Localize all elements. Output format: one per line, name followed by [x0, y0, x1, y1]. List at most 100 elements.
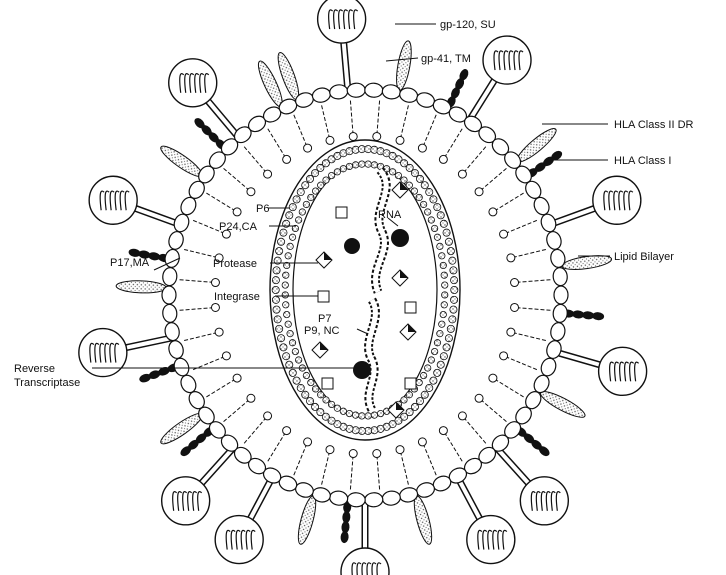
capsid-subunit [352, 412, 358, 418]
integrase-marker [318, 291, 329, 302]
outer-lipid-head [172, 356, 191, 378]
capsid-subunit [416, 194, 422, 200]
capsid-subunit [450, 277, 457, 284]
capsid-subunit [450, 267, 457, 274]
capsid-subunit [302, 182, 309, 189]
capsid-subunit [431, 225, 437, 231]
label-hla-class-i: HLA Class I [614, 155, 671, 167]
capsid-subunit [280, 229, 287, 236]
capsid-subunit [445, 238, 452, 245]
capsid-subunit [312, 386, 318, 392]
outer-lipid-head [162, 304, 178, 323]
integrase-marker [336, 207, 347, 218]
lipid-tail [515, 307, 551, 310]
capsid-subunit [441, 272, 447, 278]
capsid-subunit [283, 353, 290, 360]
capsid-subunit [286, 361, 293, 368]
capsid-subunit [406, 392, 412, 398]
lipid-tail [206, 193, 237, 212]
gp120-knob [169, 59, 217, 107]
gp120-knob [593, 176, 641, 224]
capsid-subunit [303, 201, 309, 207]
lipid-tail [322, 450, 330, 485]
inner-lipid-head [500, 352, 508, 360]
capsid-subunit [365, 161, 371, 167]
capsid-subunit [449, 257, 456, 264]
inner-lipid-head [349, 450, 357, 458]
inner-lipid-head [418, 144, 426, 152]
inner-lipid-head [247, 188, 255, 196]
capsid-subunit [411, 188, 417, 194]
capsid-subunit [443, 229, 450, 236]
capsid-subunit [449, 316, 456, 323]
inner-lipid-head [373, 450, 381, 458]
outer-lipid-head [167, 339, 185, 360]
lipid-tail [504, 220, 537, 234]
inner-lipid-head [283, 155, 291, 163]
inner-lipid-head [418, 438, 426, 446]
inner-lipid-head [475, 394, 483, 402]
capsid-subunit [308, 194, 314, 200]
lipid-tail [377, 454, 380, 490]
inner-lipid-head [215, 328, 223, 336]
capsid-subunit [359, 413, 365, 419]
capsid-subunit [340, 408, 346, 414]
capsid-subunit [424, 209, 430, 215]
capsid-subunit [306, 398, 313, 405]
label-p9: P9, NC [304, 325, 340, 337]
capsid-subunit [450, 306, 457, 313]
capsid-subunit [401, 397, 407, 403]
capsid-subunit [434, 234, 440, 240]
capsid-subunit [406, 182, 412, 188]
capsid-subunit [289, 234, 295, 240]
lipid-tail [268, 431, 287, 462]
inner-lipid-head [222, 352, 230, 360]
label-p7: P7 [318, 313, 331, 325]
capsid-subunit [295, 217, 301, 223]
capsid-subunit [293, 196, 300, 203]
capsid-subunit [323, 177, 329, 183]
capsid-subunit [416, 398, 423, 405]
capsid-subunit [346, 410, 352, 416]
lipid-tail [322, 105, 330, 140]
capsid-subunit [287, 243, 293, 249]
capsid-subunit [447, 248, 454, 255]
capsid-subunit [359, 161, 365, 167]
label-transcriptase: Transcriptase [14, 377, 80, 389]
lipid-tail [180, 280, 216, 283]
capsid-subunit [306, 175, 313, 182]
inner-lipid-head [326, 446, 334, 454]
capsid-subunit [401, 177, 407, 183]
capsid-subunit [323, 397, 329, 403]
label-rna: RNA [378, 209, 402, 221]
inner-lipid-head [373, 132, 381, 140]
capsid-subunit [289, 369, 296, 376]
capsid-subunit [389, 169, 395, 175]
capsid-core [270, 140, 460, 440]
outer-lipid-head [162, 267, 178, 286]
capsid-subunit [289, 340, 295, 346]
lipid-tail [268, 129, 287, 160]
inner-lipid-head [396, 446, 404, 454]
label-protease: Protease [213, 258, 257, 270]
lipid-tail [244, 416, 267, 443]
capsid-subunit [447, 325, 454, 332]
capsid-subunit [277, 238, 284, 245]
gp120-knob [318, 0, 366, 43]
gp120-knob [215, 516, 263, 564]
inner-lipid-head [304, 438, 312, 446]
capsid-subunit [311, 403, 318, 410]
lipid-tail [294, 115, 308, 148]
reverse-transcriptase-marker [353, 361, 371, 379]
inner-lipid-head [211, 279, 219, 287]
capsid-subunit [377, 410, 383, 416]
capsid-subunit [416, 379, 422, 385]
capsid-subunit [365, 413, 371, 419]
gp120-knob [467, 516, 515, 564]
capsid-subunit [312, 188, 318, 194]
capsid-subunit [434, 369, 441, 376]
capsid-subunit [352, 162, 358, 168]
lipid-tail [511, 249, 546, 257]
inner-lipid-head [489, 208, 497, 216]
